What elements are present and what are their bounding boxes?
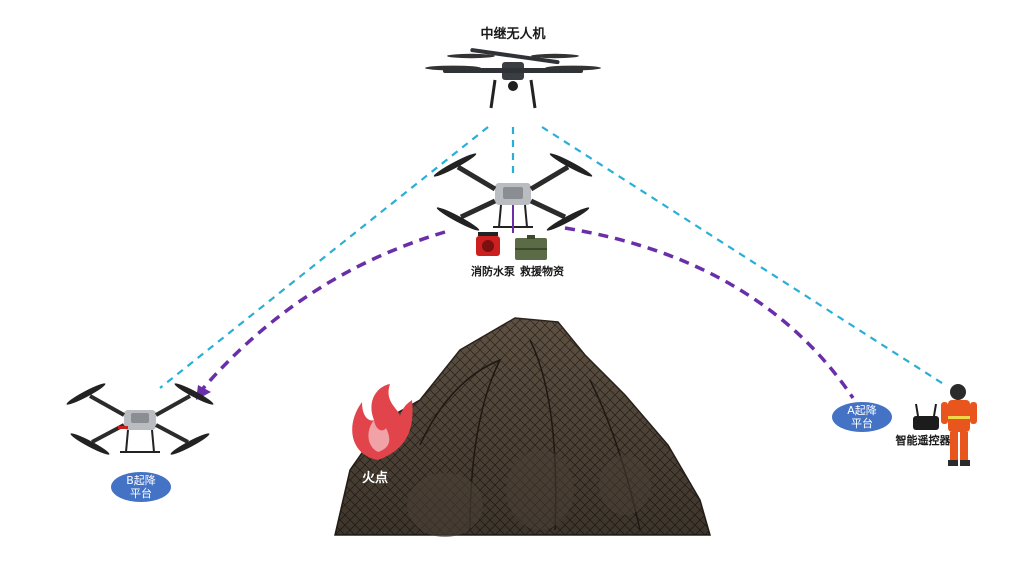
fire-icon (352, 384, 413, 460)
mountain-icon (334, 317, 711, 537)
firefighter-icon (941, 384, 977, 466)
platform-a-badge: A起降 平台 (832, 402, 892, 432)
relay-drone-label: 中继无人机 (480, 26, 545, 42)
platform-b-drone-icon (66, 383, 214, 455)
supplies-box-icon (515, 235, 547, 260)
fire-pump-label: 消防水泵 (471, 264, 515, 278)
relay-link-to-controller (541, 126, 946, 386)
transport-drone-icon (433, 153, 593, 233)
fire-pump-icon (476, 232, 500, 256)
relay-link-to-platform-b (159, 126, 489, 389)
platform-b-badge: B起降 平台 (111, 472, 171, 502)
platform-b-label-line1: B起降 (126, 473, 156, 487)
flight-path-from-platform-a (564, 226, 855, 399)
controller-label: 智能遥控器 (896, 433, 952, 447)
flight-path-to-platform-b (198, 230, 446, 394)
supplies-label: 救援物资 (520, 264, 564, 278)
fire-label: 火点 (362, 470, 388, 486)
remote-controller-icon (913, 403, 939, 430)
relay-link-lines (159, 126, 946, 389)
platform-a-label-line2: 平台 (851, 416, 873, 430)
platform-a-label-line1: A起降 (847, 403, 877, 417)
platform-b-label-line2: 平台 (130, 486, 152, 500)
relay-drone-icon (425, 48, 601, 109)
